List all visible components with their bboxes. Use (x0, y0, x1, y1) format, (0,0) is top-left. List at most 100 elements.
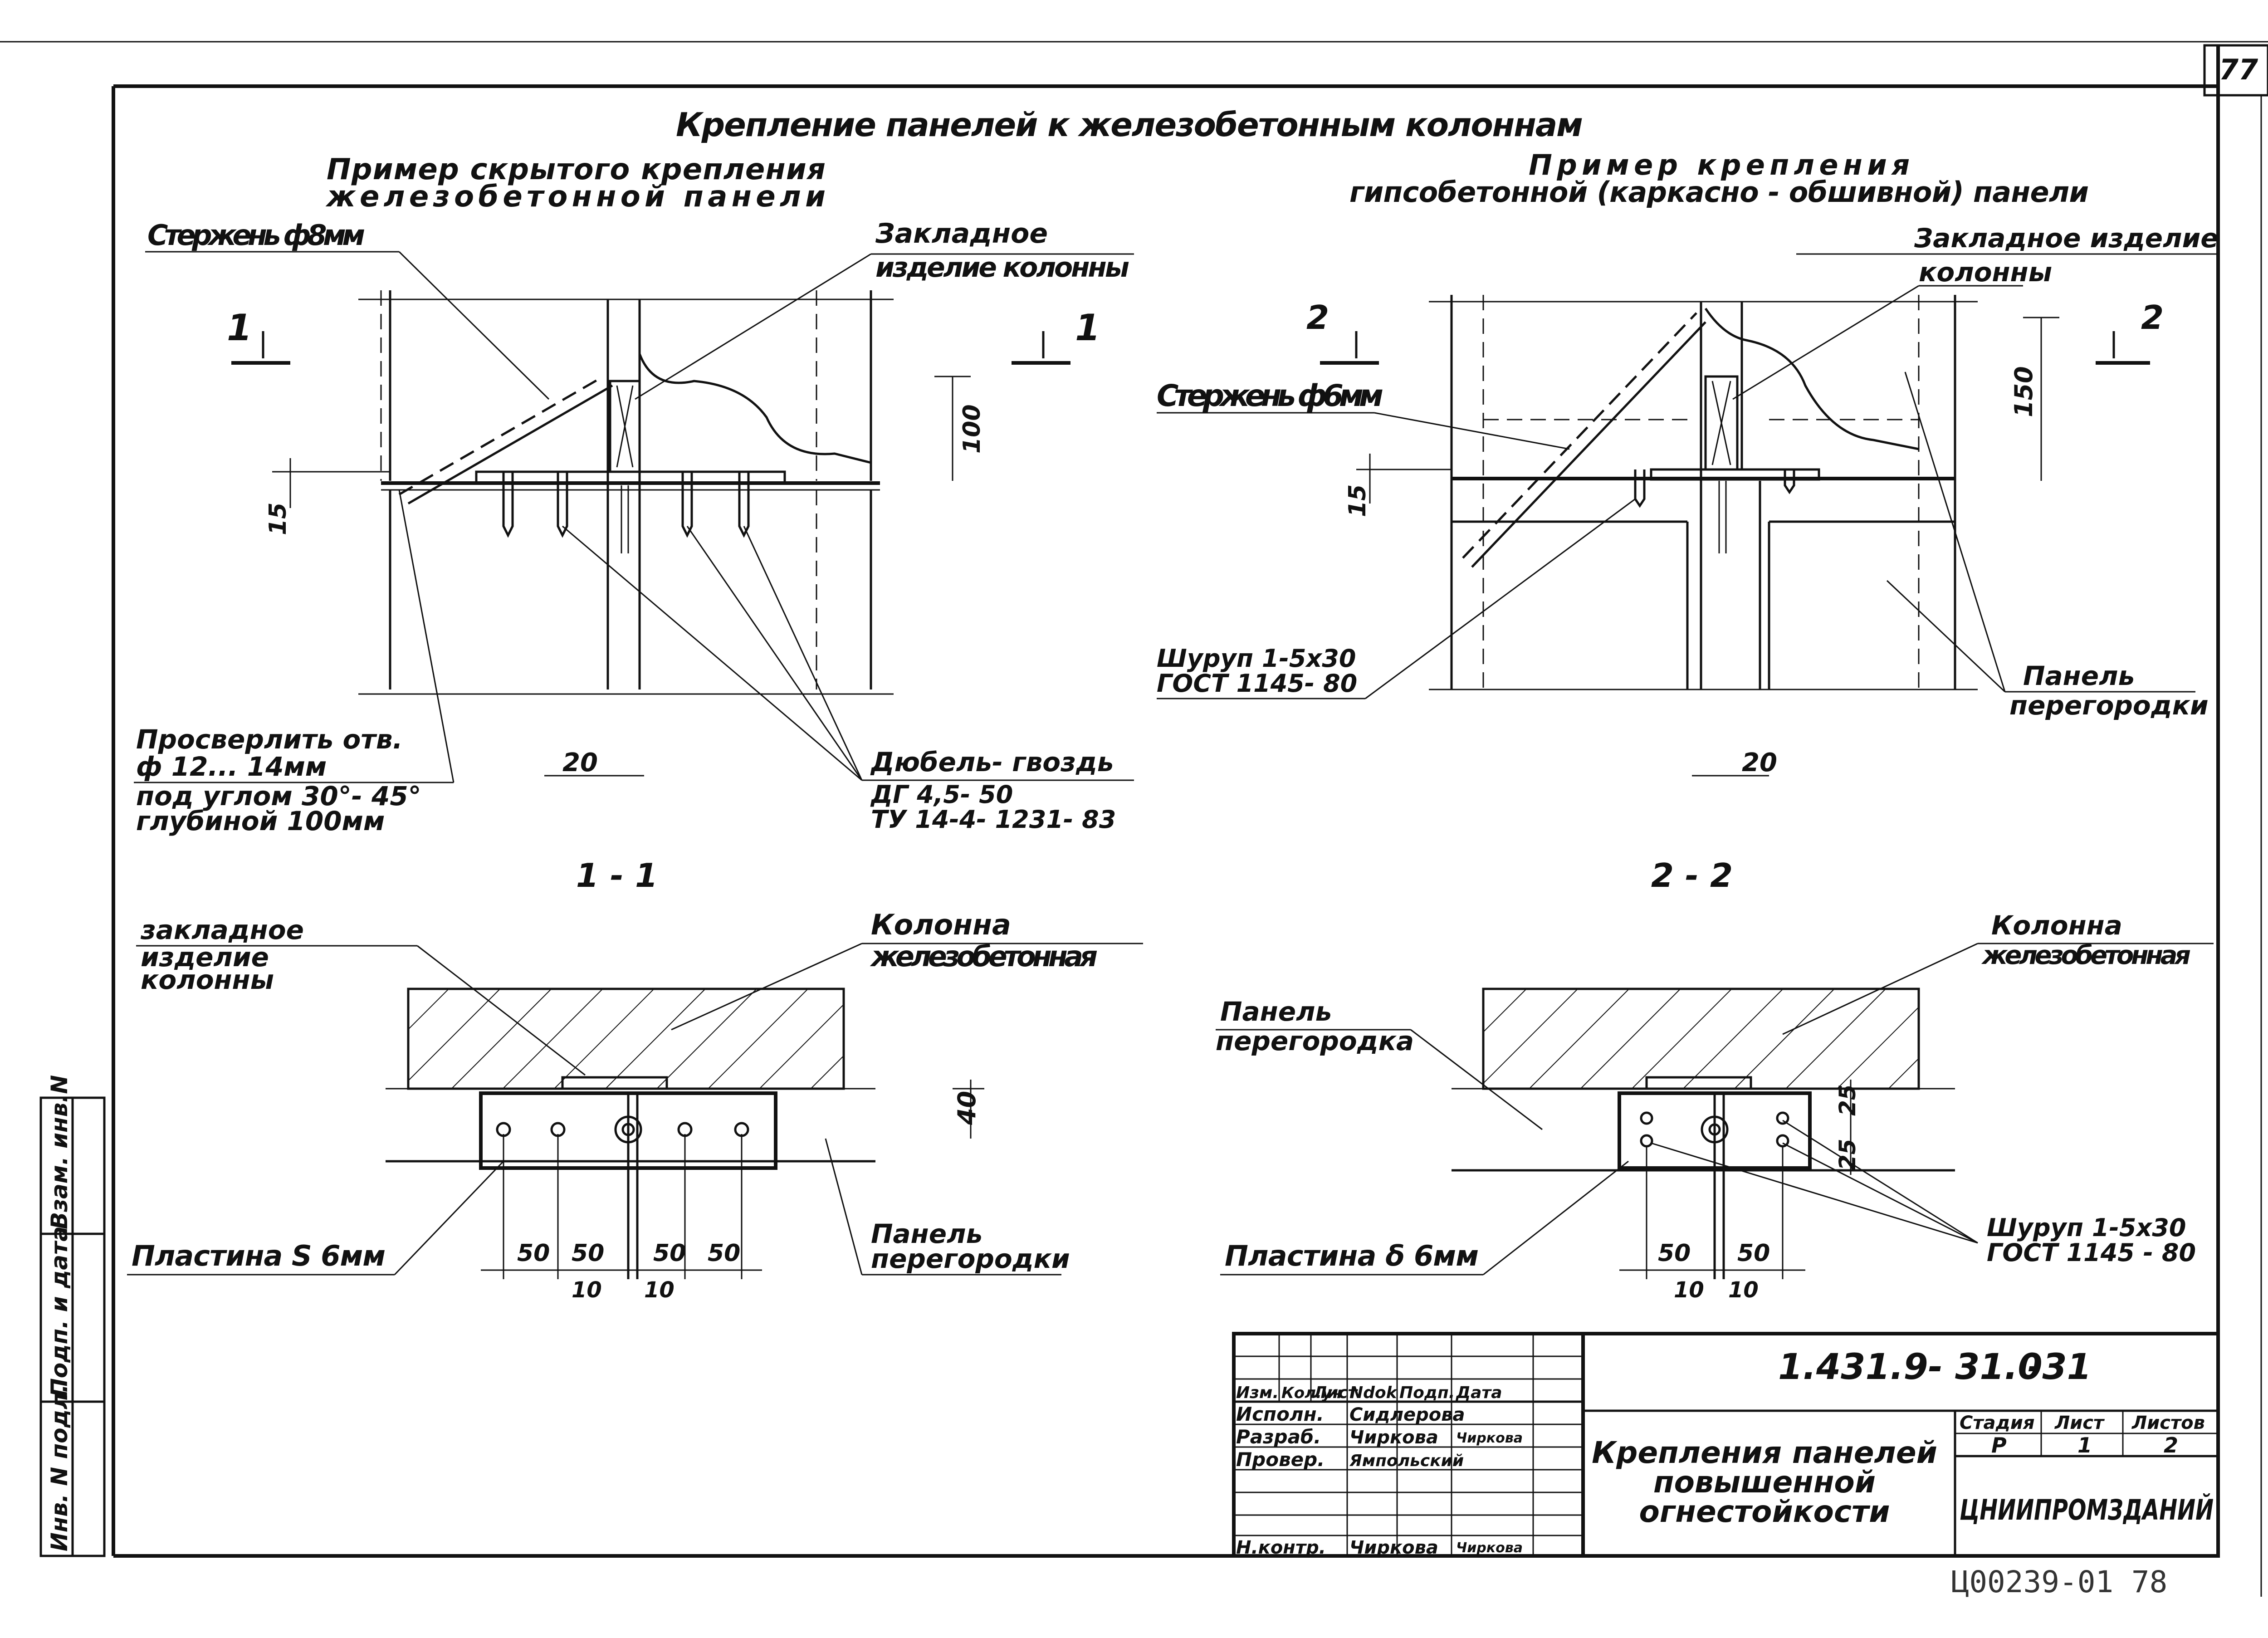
right-rod-label: Стержень ф6мм (1157, 378, 1383, 413)
left-view-title-2: железобетонной панели (325, 180, 826, 214)
right-dim-20: 20 (1742, 748, 1777, 777)
right-embed-label-1: Закладное изделие (1914, 223, 2219, 254)
doc-code: 1.431.9- 31.0 (1778, 1347, 2043, 1388)
tb-name-2: Ямпольский (1349, 1452, 1464, 1470)
sheet-number: 77 (2219, 53, 2258, 86)
sheet-value: 1 (2077, 1433, 2092, 1457)
section-2-2: 2 - 2 25 25 50 50 10 10 Колонна железобе… (1216, 856, 2214, 1303)
right-embed-label-2: колонны (1919, 257, 2052, 288)
section-1-column-2: железобетонная (870, 940, 1098, 973)
left-embed-label-1: Закладное (875, 218, 1048, 249)
right-screw-label-2: ГОСТ 1145- 80 (1157, 669, 1357, 698)
tb-role-1: Разраб. (1236, 1426, 1321, 1448)
left-elevation-view: Пример скрытого крепления железобетонной… (134, 153, 1134, 836)
plate-holes-1 (496, 1115, 749, 1144)
right-dim-150: 150 (2009, 366, 2038, 417)
drawing-title-3: огнестойкости (1639, 1494, 1890, 1529)
tb-header-kol: Кол.уч (1281, 1384, 1342, 1402)
archive-stamp: Ц00239-01 78 (1951, 1565, 2168, 1599)
section-1-dim-40: 40 (953, 1091, 981, 1125)
section-2-title: 2 - 2 (1651, 856, 1733, 895)
section-1-embed-2: изделие (141, 942, 269, 973)
section-1-embed-3: колонны (141, 964, 274, 995)
strip-label-sign: Подп. и дата (46, 1226, 73, 1397)
tb-header-podp: Подп. (1399, 1384, 1455, 1402)
left-strip: Инв. N подл. Подп. и дата Взам. инв.N (39, 1075, 106, 1557)
left-drill-4: глубиной 100мм (136, 806, 385, 836)
title-block: 1.431.9- 31.0 -31 Изм. Кол.уч Лист Ndok … (1232, 1332, 2220, 1558)
left-drill-1: Просверлить отв. (136, 724, 403, 755)
right-view-title-2: гипсобетонной (каркасно - обшивной) пане… (1349, 176, 2089, 209)
tb-role-3: Н.контр. (1236, 1537, 1326, 1558)
tb-header-list: Лист (1313, 1384, 1358, 1402)
drawing-main-title: Крепление панелей к железобетонным колон… (676, 106, 1583, 144)
tb-role-2: Провер. (1236, 1448, 1325, 1471)
left-dim-20: 20 (562, 748, 598, 777)
drawing-title-2: повышенной (1653, 1465, 1876, 1500)
section-2-dim-25b: 25 (1834, 1139, 1861, 1170)
section-1-embed-1: закладное (140, 914, 304, 945)
section-1-1: 1 - 1 40 50 50 50 50 10 10 закладное (127, 856, 1143, 1303)
dowel-leaders (562, 525, 863, 781)
left-section-mark-b: 1 (1075, 307, 1100, 349)
column-hatch-2 (1482, 988, 1920, 1090)
section-2-panel-2: перегородка (1216, 1026, 1414, 1056)
stage-header: Стадия (1960, 1413, 2035, 1433)
section-2-dim-10a: 10 (1674, 1277, 1704, 1303)
left-dim-100: 100 (958, 404, 986, 454)
left-dowel-1: Дюбель- гвоздь (870, 747, 1114, 777)
left-view-title-1: Пример скрытого крепления (327, 153, 826, 186)
tb-name-3: Чиркова (1349, 1537, 1438, 1558)
strip-label-replace: Взам. инв.N (46, 1075, 73, 1229)
section-1-dim-50d: 50 (708, 1240, 740, 1267)
tb-sign-3: Чиркова (1456, 1540, 1523, 1556)
sheets-header: Листов (2131, 1413, 2205, 1433)
section-1-dim-10b: 10 (644, 1277, 675, 1303)
tb-name-1: Чиркова (1349, 1427, 1438, 1448)
section-1-panel-1: Панель (871, 1218, 982, 1249)
strip-label-inv: Инв. N подл. (46, 1384, 73, 1551)
section-2-panel-1: Панель (1220, 996, 1332, 1027)
dowel-marks (502, 472, 750, 538)
section-1-dim-50b: 50 (572, 1240, 604, 1267)
left-dim-15: 15 (264, 503, 292, 535)
section-1-dim-10a: 10 (572, 1277, 602, 1303)
left-drill-2: ф 12... 14мм (136, 751, 327, 782)
section-2-screw-1: Шуруп 1-5х30 (1987, 1213, 2186, 1242)
tb-role-0: Исполн. (1236, 1403, 1324, 1425)
sheet-header: Лист (2054, 1413, 2105, 1433)
section-2-screw-2: ГОСТ 1145 - 80 (1987, 1238, 2196, 1267)
drawing-title-1: Крепления панелей (1592, 1435, 1937, 1470)
right-elevation-view: Пример крепления гипсобетонной (каркасно… (1157, 148, 2219, 777)
column-hatch-1 (407, 988, 845, 1090)
left-section-mark-a: 1 (227, 307, 252, 349)
tb-header-ndok: Ndok (1349, 1384, 1398, 1402)
right-dim-15: 15 (1344, 484, 1371, 517)
left-drill-3: под углом 30°- 45° (136, 781, 421, 812)
section-1-column-1: Колонна (871, 908, 1011, 941)
section-1-title: 1 - 1 (576, 856, 658, 895)
left-dowel-2: ДГ 4,5- 50 (870, 780, 1013, 809)
section-2-dim-50b: 50 (1737, 1240, 1770, 1267)
right-screw-label-1: Шуруп 1-5х30 (1157, 644, 1356, 673)
section-2-column-1: Колонна (1991, 910, 2122, 941)
right-panel-label-1: Панель (2023, 660, 2135, 691)
sheets-value: 2 (2164, 1433, 2178, 1457)
stage-value: Р (1991, 1433, 2007, 1457)
section-1-plate: Пластина S 6мм (132, 1239, 386, 1272)
doc-sheet-suffix: -31 (2028, 1347, 2092, 1388)
left-rod-label: Стержень ф8мм (147, 219, 365, 252)
section-2-plate: Пластина δ 6мм (1225, 1239, 1479, 1272)
section-2-dim-25a: 25 (1834, 1084, 1861, 1116)
right-section-mark-a: 2 (1306, 298, 1329, 337)
tb-name-0: Сидлерова (1349, 1404, 1465, 1425)
section-2-screw-leaders (1651, 1120, 1978, 1244)
section-1-dim-50c: 50 (653, 1240, 686, 1267)
section-1-panel-2: перегородки (871, 1243, 1070, 1274)
tb-header-data: Дата (1456, 1384, 1502, 1402)
right-panel-label-2: перегородки (2009, 690, 2209, 721)
tb-sign-1: Чиркова (1456, 1430, 1523, 1446)
section-1-dim-50a: 50 (517, 1240, 550, 1267)
section-2-column-2: железобетонная (1981, 941, 2191, 970)
